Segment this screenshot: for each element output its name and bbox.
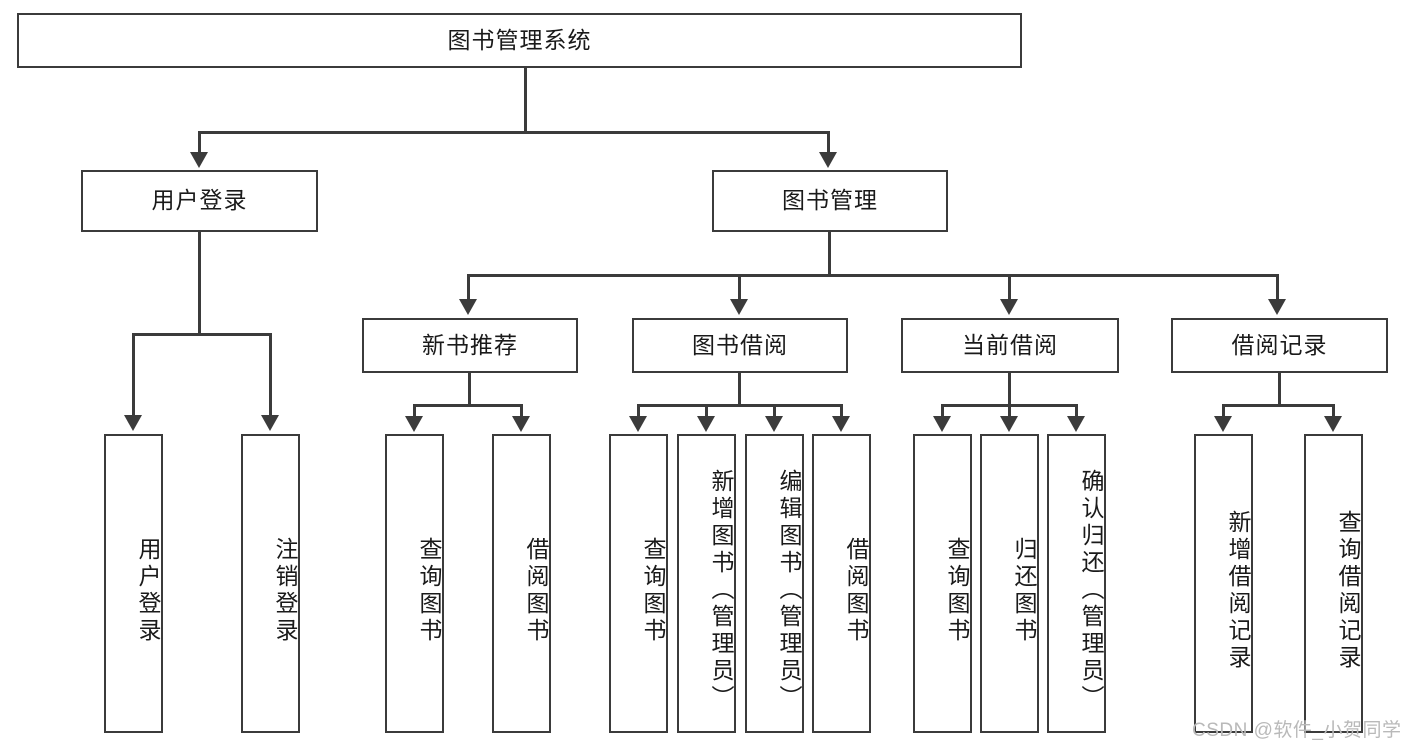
node-label: 图书借阅: [692, 331, 788, 358]
arrowhead-leaf-borrow-book-1: [512, 416, 530, 432]
node-user-login[interactable]: 用户登录: [81, 170, 318, 232]
connector-cb-drop-2: [1008, 404, 1011, 418]
node-leaf-query-book-1[interactable]: 查询图书: [385, 434, 444, 733]
node-current-borrow[interactable]: 当前借阅: [901, 318, 1119, 373]
arrowhead-leaf-return-book: [1000, 416, 1018, 432]
arrowhead-borrow-record: [1268, 299, 1286, 315]
node-label: 查询图书: [640, 536, 666, 645]
connector-bb-drop-1: [637, 404, 640, 418]
connector-br-bus: [1222, 404, 1335, 407]
connector-bb-stem: [738, 373, 741, 407]
node-label: 确认归还（管理员）: [1078, 469, 1104, 712]
arrowhead-leaf-add-book: [697, 416, 715, 432]
connector-user-login-drop-2: [269, 333, 272, 416]
node-leaf-logout[interactable]: 注销登录: [241, 434, 300, 733]
arrowhead-user-login: [190, 152, 208, 168]
node-label: 查询图书: [944, 536, 970, 645]
node-label: 新增图书（管理员）: [708, 469, 734, 712]
arrowhead-book-borrow: [730, 299, 748, 315]
arrowhead-leaf-query-record: [1324, 416, 1342, 432]
node-leaf-borrow-book-1[interactable]: 借阅图书: [492, 434, 551, 733]
arrowhead-leaf-query-book-2: [629, 416, 647, 432]
connector-book-management-bus: [467, 274, 1279, 277]
arrowhead-leaf-logout: [261, 415, 279, 431]
node-leaf-edit-book[interactable]: 编辑图书（管理员）: [745, 434, 804, 733]
node-label: 借阅图书: [843, 536, 869, 645]
connector-bm-drop-4: [1276, 274, 1279, 300]
node-leaf-query-record[interactable]: 查询借阅记录: [1304, 434, 1363, 733]
arrowhead-current-borrow: [1000, 299, 1018, 315]
node-label: 编辑图书（管理员）: [776, 469, 802, 712]
connector-cb-drop-1: [941, 404, 944, 418]
connector-root-to-user-login: [198, 131, 201, 153]
connector-nbr-drop-2: [520, 404, 523, 418]
arrowhead-leaf-borrow-book-2: [832, 416, 850, 432]
arrowhead-leaf-user-login: [124, 415, 142, 431]
arrowhead-leaf-confirm-return: [1067, 416, 1085, 432]
arrowhead-new-book-recommend: [459, 299, 477, 315]
node-leaf-add-book[interactable]: 新增图书（管理员）: [677, 434, 736, 733]
node-leaf-query-book-3[interactable]: 查询图书: [913, 434, 972, 733]
connector-root-stem: [524, 68, 527, 133]
arrowhead-leaf-query-book-1: [405, 416, 423, 432]
connector-bm-drop-2: [738, 274, 741, 300]
arrowhead-leaf-add-record: [1214, 416, 1232, 432]
connector-bm-drop-3: [1008, 274, 1011, 300]
connector-user-login-drop-1: [132, 333, 135, 416]
connector-nbr-bus: [413, 404, 523, 407]
connector-root-to-book-management: [827, 131, 830, 153]
connector-cb-stem: [1008, 373, 1011, 407]
node-label: 新增借阅记录: [1225, 509, 1251, 672]
connector-bb-bus: [637, 404, 841, 407]
node-book-borrow[interactable]: 图书借阅: [632, 318, 848, 373]
node-label: 查询借阅记录: [1335, 509, 1361, 672]
arrowhead-leaf-edit-book: [765, 416, 783, 432]
node-leaf-borrow-book-2[interactable]: 借阅图书: [812, 434, 871, 733]
node-label: 归还图书: [1011, 536, 1037, 645]
node-label: 借阅图书: [523, 536, 549, 645]
connector-bb-drop-2: [705, 404, 708, 418]
connector-nbr-drop-1: [413, 404, 416, 418]
connector-nbr-stem: [468, 373, 471, 407]
node-book-management[interactable]: 图书管理: [712, 170, 948, 232]
connector-cb-drop-3: [1075, 404, 1078, 418]
connector-book-management-stem: [828, 232, 831, 276]
node-leaf-return-book[interactable]: 归还图书: [980, 434, 1039, 733]
csdn-watermark: CSDN @软件_小贺同学: [1192, 720, 1402, 741]
node-label: 新书推荐: [422, 331, 518, 358]
node-borrow-record[interactable]: 借阅记录: [1171, 318, 1388, 373]
connector-user-login-stem: [198, 232, 201, 335]
connector-bb-drop-3: [773, 404, 776, 418]
connector-bb-drop-4: [840, 404, 843, 418]
connector-br-drop-1: [1222, 404, 1225, 418]
node-leaf-user-login[interactable]: 用户登录: [104, 434, 163, 733]
node-label: 图书管理系统: [447, 26, 592, 53]
node-label: 借阅记录: [1231, 331, 1328, 358]
connector-root-bus: [198, 131, 829, 134]
connector-br-drop-2: [1332, 404, 1335, 418]
node-leaf-query-book-2[interactable]: 查询图书: [609, 434, 668, 733]
connector-bm-drop-1: [467, 274, 470, 300]
connector-user-login-bus: [132, 333, 272, 336]
node-leaf-confirm-return[interactable]: 确认归还（管理员）: [1047, 434, 1106, 733]
node-new-book-recommend[interactable]: 新书推荐: [362, 318, 578, 373]
node-label: 查询图书: [416, 536, 442, 645]
node-leaf-add-record[interactable]: 新增借阅记录: [1194, 434, 1253, 733]
node-label: 用户登录: [151, 187, 248, 214]
arrowhead-leaf-query-book-3: [933, 416, 951, 432]
node-label: 当前借阅: [962, 331, 1058, 358]
node-label: 用户登录: [135, 536, 161, 645]
node-label: 注销登录: [272, 536, 298, 645]
node-label: 图书管理: [782, 187, 878, 214]
connector-br-stem: [1278, 373, 1281, 407]
node-root-book-management-system[interactable]: 图书管理系统: [17, 13, 1022, 68]
arrowhead-book-management: [819, 152, 837, 168]
